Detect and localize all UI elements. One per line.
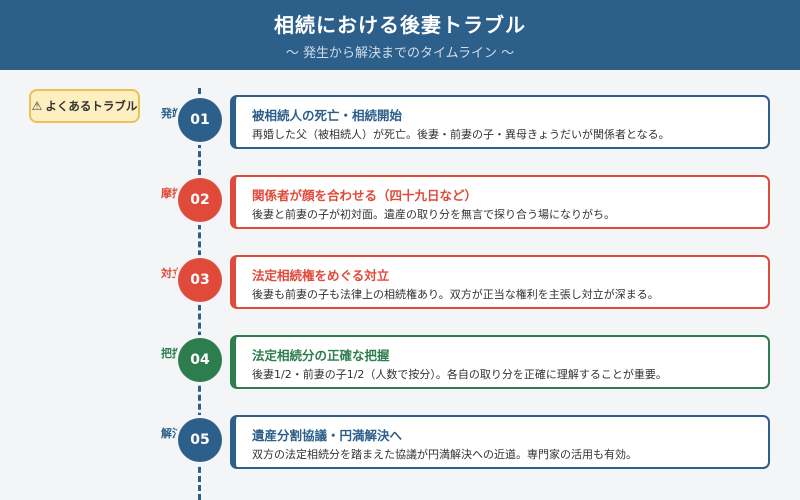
step-description: 後妻も前妻の子も法律上の相続権あり。双方が正当な権利を主張し対立が深まる。	[252, 288, 659, 301]
step-title: 関係者が顔を合わせる（四十九日など）	[252, 188, 478, 203]
step-title: 法定相続権をめぐる対立	[252, 268, 390, 283]
stage-label: 解決	[161, 427, 183, 440]
step-description: 双方の法定相続分を踏まえた協議が円満解決への近道。専門家の活用も有効。	[252, 448, 637, 461]
step-card: 被相続人の死亡・相続開始再婚した父（被相続人）が死亡。後妻・前妻の子・異母きょう…	[230, 95, 770, 149]
step-description: 後妻1/2・前妻の子1/2（人数で按分）。各自の取り分を正確に理解することが重要…	[252, 368, 667, 381]
step-number-circle: 04	[178, 338, 222, 382]
step-title: 被相続人の死亡・相続開始	[252, 108, 403, 123]
step-card: 遺産分割協議・円満解決へ双方の法定相続分を踏まえた協議が円満解決への近道。専門家…	[230, 415, 770, 469]
badge-label: よくあるトラブル	[45, 99, 138, 113]
step-card: 関係者が顔を合わせる（四十九日など） 後妻と前妻の子が初対面。遺産の取り分を無言で…	[230, 175, 770, 229]
page-subtitle: 〜 発生から解決までのタイムライン 〜	[285, 46, 515, 61]
step-title: 遺産分割協議・円満解決へ	[252, 428, 403, 443]
header-banner: 相続における後妻トラブル 〜 発生から解決までのタイムライン 〜	[0, 0, 800, 70]
step-number-circle: 02	[178, 178, 222, 222]
step-description: 再婚した父（被相続人）が死亡。後妻・前妻の子・異母きょうだいが関係者となる。	[252, 128, 670, 141]
step-number-circle: 01	[178, 98, 222, 142]
stage-label: 摩擦	[161, 187, 183, 200]
step-number-circle: 03	[178, 258, 222, 302]
stage-label: 発端	[161, 107, 183, 120]
stage-label: 対立	[161, 267, 183, 280]
step-number-circle: 05	[178, 418, 222, 462]
trouble-badge: ⚠ よくあるトラブル	[29, 89, 140, 123]
page-title: 相続における後妻トラブル	[274, 13, 526, 37]
step-card: 法定相続分の正確な把握後妻1/2・前妻の子1/2（人数で按分）。各自の取り分を正…	[230, 335, 770, 389]
step-title: 法定相続分の正確な把握	[252, 348, 390, 363]
step-description: 後妻と前妻の子が初対面。遺産の取り分を無言で探り合う場になりがち。	[252, 208, 615, 221]
step-card: 法定相続権をめぐる対立後妻も前妻の子も法律上の相続権あり。双方が正当な権利を主張…	[230, 255, 770, 309]
stage-label: 把握	[161, 347, 183, 360]
warning-icon: ⚠	[31, 99, 43, 113]
